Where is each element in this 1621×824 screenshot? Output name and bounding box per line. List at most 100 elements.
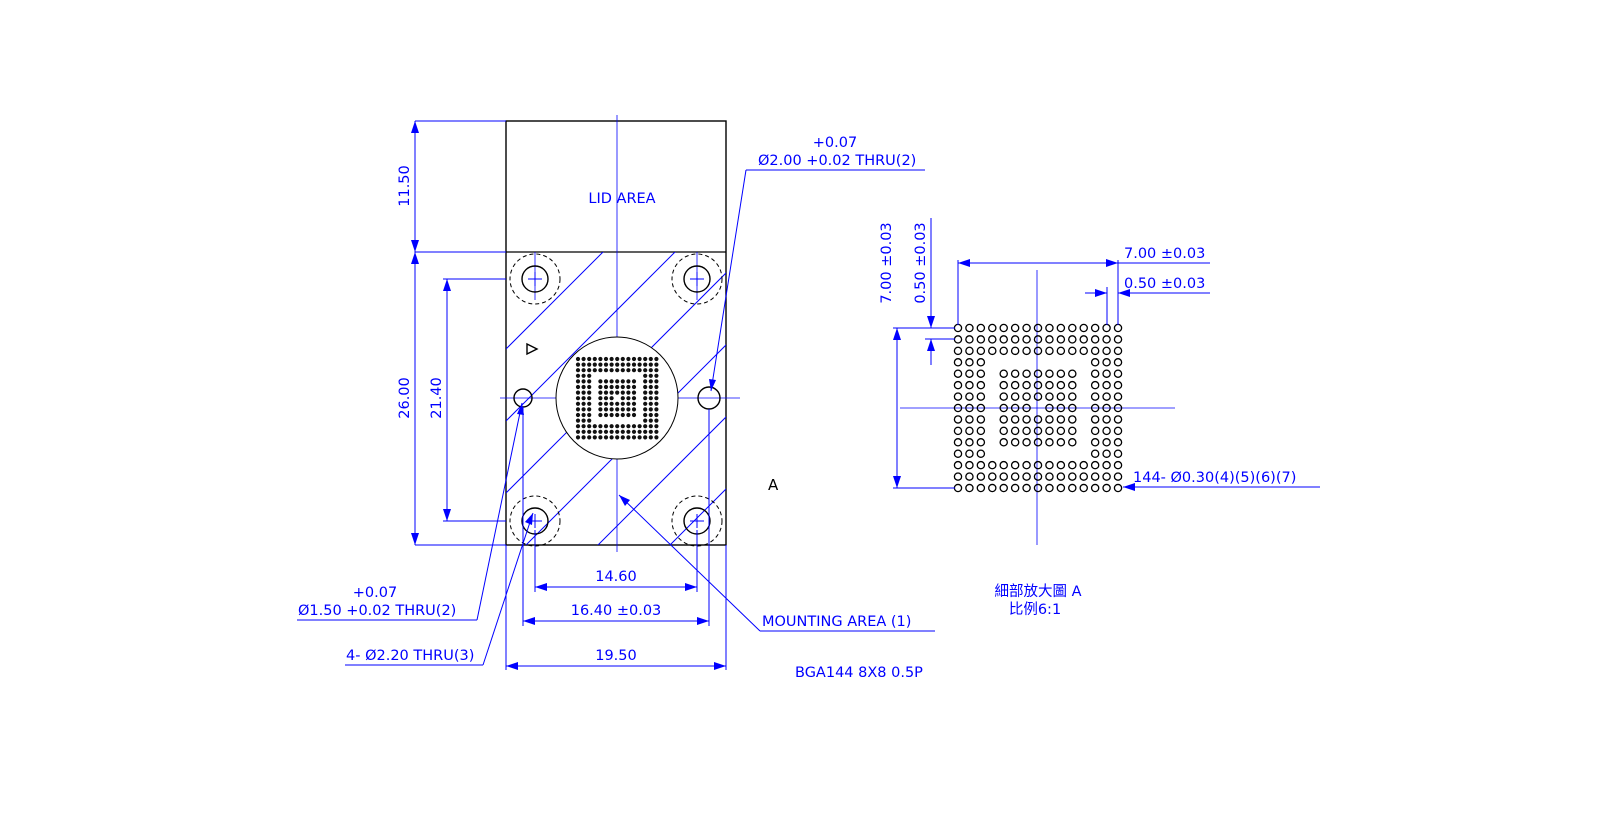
ball <box>609 356 614 362</box>
ball <box>988 460 997 470</box>
dim-horiz-0-50: 0.50 ±0.03 <box>1085 276 1210 325</box>
ball <box>598 356 603 362</box>
ball <box>999 438 1008 447</box>
ball <box>1079 483 1088 493</box>
ball <box>631 396 637 401</box>
ball <box>581 384 586 390</box>
ball <box>976 449 986 458</box>
ball <box>626 390 631 395</box>
detail-centerlines <box>900 270 1175 545</box>
ball <box>1022 323 1031 333</box>
ball <box>587 384 592 390</box>
ball <box>1056 403 1066 413</box>
ball <box>1079 460 1088 470</box>
ball <box>976 472 986 481</box>
ball <box>1102 403 1111 413</box>
detail-caption-title: 細部放大圖 A <box>994 583 1081 600</box>
ball-note: 144- Ø0.30(4)(5)(6)(7) <box>1133 470 1296 486</box>
ball <box>620 396 625 401</box>
ball <box>581 356 586 362</box>
ball <box>953 358 963 367</box>
ball <box>1056 426 1066 436</box>
corner-hole-top-right <box>671 253 723 305</box>
ball <box>1102 472 1111 481</box>
ball <box>603 401 609 406</box>
ball <box>587 418 592 423</box>
ball <box>575 418 581 423</box>
ball <box>609 379 614 384</box>
ball <box>1068 483 1077 493</box>
ball <box>615 356 620 362</box>
ball <box>965 335 974 344</box>
ball <box>976 335 986 344</box>
ball <box>609 435 614 440</box>
ball <box>587 390 592 395</box>
ball <box>637 362 642 367</box>
ball <box>654 407 659 412</box>
ball <box>1113 346 1123 356</box>
ball <box>609 407 614 412</box>
lid-area-label: LID AREA <box>588 191 655 207</box>
ball <box>626 384 631 390</box>
ball <box>587 435 592 440</box>
ball <box>598 396 603 401</box>
ball <box>609 396 614 401</box>
ball <box>654 418 659 423</box>
ball <box>1068 426 1077 436</box>
ball <box>587 396 592 401</box>
ball <box>631 368 637 373</box>
ball <box>603 412 609 418</box>
ball <box>620 384 625 390</box>
ball <box>1090 483 1100 493</box>
ball <box>1090 392 1100 401</box>
dim-14-60-label: 14.60 <box>595 569 637 585</box>
ball <box>1045 415 1054 424</box>
ball <box>1079 323 1088 333</box>
ball <box>1056 392 1066 401</box>
ball <box>575 412 581 418</box>
ball <box>598 379 603 384</box>
dim-vert-0-50-label: 0.50 ±0.03 <box>913 222 929 303</box>
ball <box>1045 483 1054 493</box>
ball <box>587 379 592 384</box>
ball <box>953 380 963 390</box>
ball <box>575 373 581 378</box>
dim-horiz-7-00-label: 7.00 ±0.03 <box>1124 246 1205 262</box>
ball <box>1022 335 1031 344</box>
ball <box>609 429 614 434</box>
ball <box>1102 449 1111 458</box>
ball <box>953 460 963 470</box>
ball <box>1033 426 1043 436</box>
ball <box>620 356 625 362</box>
ball <box>620 368 625 373</box>
ball <box>631 407 637 412</box>
ball <box>592 435 597 440</box>
ball <box>648 424 653 429</box>
ball <box>598 412 603 418</box>
ball <box>643 362 648 367</box>
ball <box>965 472 974 481</box>
ball <box>603 368 609 373</box>
ball <box>626 429 631 434</box>
ball <box>581 396 586 401</box>
ball <box>575 356 581 362</box>
ball <box>620 424 625 429</box>
top-hole-tolerance: +0.07 <box>813 135 857 151</box>
dim-21-40-label: 21.40 <box>429 377 445 419</box>
ball <box>1068 438 1077 447</box>
ball <box>1113 358 1123 367</box>
ball <box>581 373 586 378</box>
ball <box>643 435 648 440</box>
ball <box>965 483 974 493</box>
ball <box>598 384 603 390</box>
ball <box>976 369 986 378</box>
ball <box>626 435 631 440</box>
ball <box>575 368 581 373</box>
ball <box>953 323 963 333</box>
ball <box>648 401 653 406</box>
centerlines <box>500 115 740 552</box>
ball <box>620 429 625 434</box>
ball <box>1090 358 1100 367</box>
ball <box>581 390 586 395</box>
ball <box>988 323 997 333</box>
